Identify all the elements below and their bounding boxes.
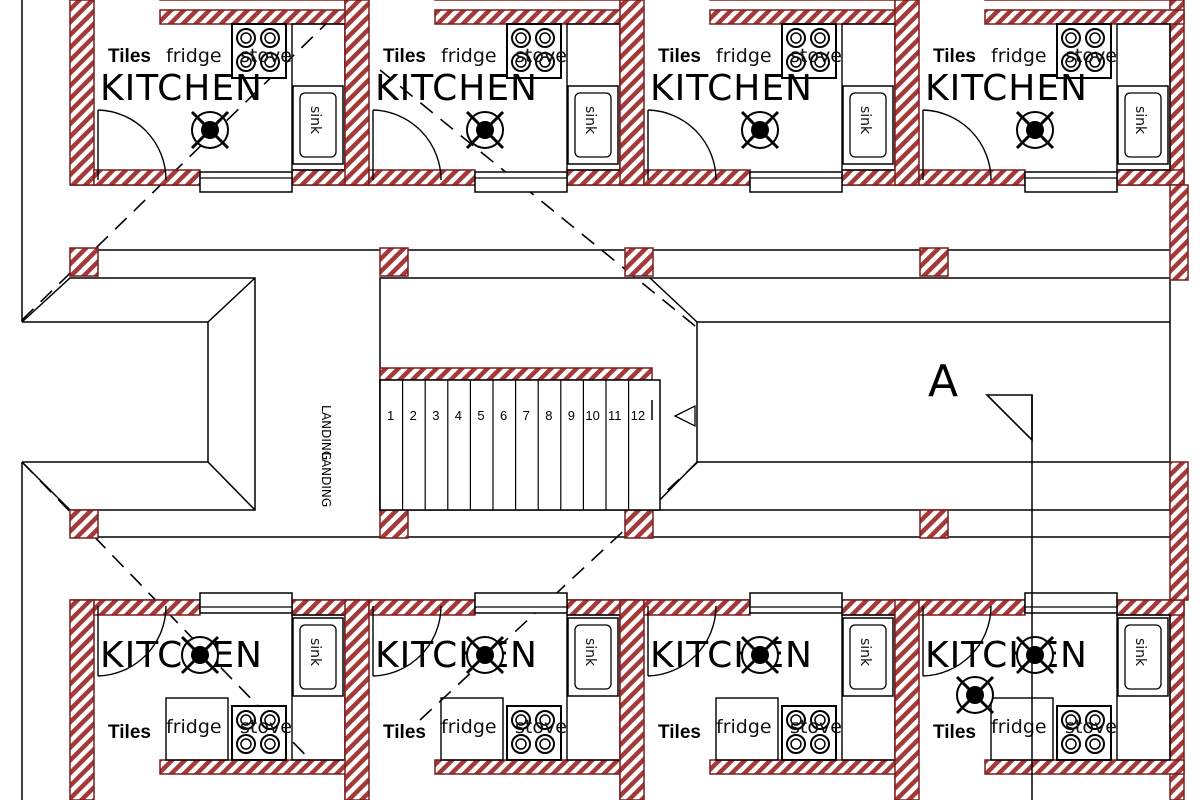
fridge-label: fridge xyxy=(991,45,1047,67)
kitchen-label: KITCHEN xyxy=(375,68,538,109)
sink-label: sink xyxy=(307,638,323,667)
stair-step-number: 5 xyxy=(477,408,484,423)
tiles-label: Tiles xyxy=(383,722,426,743)
stove-burners-icon xyxy=(506,705,562,761)
sink-label: sink xyxy=(582,638,598,667)
sink-label: sink xyxy=(857,106,873,135)
stove-burners-icon xyxy=(1056,705,1112,761)
stove-burners-icon xyxy=(1056,23,1112,79)
stove-label: stove xyxy=(240,716,292,738)
kitchen-label: KITCHEN xyxy=(650,68,813,109)
sink-icon: sink xyxy=(567,617,619,697)
crossed-circle-icon xyxy=(955,675,995,715)
stove-label: stove xyxy=(515,45,567,67)
stove-label: stove xyxy=(790,716,842,738)
stair-step-number: 7 xyxy=(523,408,530,423)
crossed-circle-icon xyxy=(180,635,220,675)
kitchen-unit-bottom-1: sink KITCHEN Tiles fridge stove xyxy=(69,592,360,800)
kitchen-label: KITCHEN xyxy=(650,635,813,676)
sink-icon: sink xyxy=(842,85,894,165)
stove-label: stove xyxy=(1065,716,1117,738)
fridge-label: fridge xyxy=(166,716,222,738)
fridge-label: fridge xyxy=(441,716,497,738)
triangle-arrow-icon xyxy=(673,404,696,428)
crossed-circle-icon xyxy=(740,635,780,675)
landing-label-overlap: LANDING xyxy=(319,452,333,507)
crossed-circle-icon xyxy=(740,110,780,150)
crossed-circle-icon xyxy=(1015,635,1055,675)
tiles-label: Tiles xyxy=(933,722,976,743)
sink-icon: sink xyxy=(567,85,619,165)
tiles-label: Tiles xyxy=(658,46,701,67)
kitchen-label: KITCHEN xyxy=(925,68,1088,109)
stair-step-number: 8 xyxy=(545,408,552,423)
fridge-label: fridge xyxy=(716,716,772,738)
stair-step-number: 1 xyxy=(387,408,394,423)
sink-label: sink xyxy=(1132,638,1148,667)
section-marker-label: A xyxy=(928,356,958,407)
bottom-kitchen-units: sink KITCHEN Tiles fridge stove sink KITCHEN Ti… xyxy=(69,592,1185,800)
kitchen-label: KITCHEN xyxy=(100,635,263,676)
tiles-label: Tiles xyxy=(108,722,151,743)
stove-label: stove xyxy=(240,45,292,67)
stair-step-number: 3 xyxy=(432,408,439,423)
sink-icon: sink xyxy=(1117,617,1169,697)
stair-step-number: 10 xyxy=(585,408,599,423)
stair-step-number: 9 xyxy=(568,408,575,423)
sink-icon: sink xyxy=(1117,85,1169,165)
stove-label: stove xyxy=(1065,45,1117,67)
fridge-label: fridge xyxy=(441,45,497,67)
kitchen-label: KITCHEN xyxy=(100,68,263,109)
stove-burners-icon xyxy=(781,705,837,761)
stove-label: stove xyxy=(515,716,567,738)
kitchen-unit-bottom-3: sink KITCHEN Tiles fridge stove xyxy=(619,592,910,800)
tiles-label: Tiles xyxy=(933,46,976,67)
sink-icon: sink xyxy=(292,85,344,165)
fridge-label: fridge xyxy=(166,45,222,67)
sink-label: sink xyxy=(1132,106,1148,135)
stair-step-number: 2 xyxy=(410,408,417,423)
kitchen-unit-bottom-2: sink KITCHEN Tiles fridge stove xyxy=(344,592,635,800)
tiles-label: Tiles xyxy=(108,46,151,67)
sink-icon: sink xyxy=(842,617,894,697)
fridge-label: fridge xyxy=(716,45,772,67)
landing-label: LANDING xyxy=(319,405,333,460)
fridge-label: fridge xyxy=(991,716,1047,738)
crossed-circle-icon xyxy=(1015,110,1055,150)
tiles-label: Tiles xyxy=(658,722,701,743)
stove-burners-icon xyxy=(231,23,287,79)
crossed-circle-icon xyxy=(190,110,230,150)
stove-burners-icon xyxy=(781,23,837,79)
stove-burners-icon xyxy=(231,705,287,761)
kitchen-label: KITCHEN xyxy=(375,635,538,676)
sink-label: sink xyxy=(307,106,323,135)
sink-label: sink xyxy=(582,106,598,135)
stair-step-number: 4 xyxy=(455,408,462,423)
stair-step-number: 11 xyxy=(608,408,622,423)
section-marker: A xyxy=(928,356,1033,800)
stove-burners-icon xyxy=(506,23,562,79)
stove-label: stove xyxy=(790,45,842,67)
tiles-label: Tiles xyxy=(383,46,426,67)
stair-step-number: 6 xyxy=(500,408,507,423)
crossed-circle-icon xyxy=(465,110,505,150)
kitchen-label: KITCHEN xyxy=(925,635,1088,676)
stair-step-number: 12 xyxy=(631,408,645,423)
sink-icon: sink xyxy=(292,617,344,697)
sink-label: sink xyxy=(857,638,873,667)
crossed-circle-icon xyxy=(465,635,505,675)
structural-columns xyxy=(69,184,1189,601)
kitchen-unit-bottom-4: sink KITCHEN Tiles fridge stove xyxy=(894,592,1185,800)
